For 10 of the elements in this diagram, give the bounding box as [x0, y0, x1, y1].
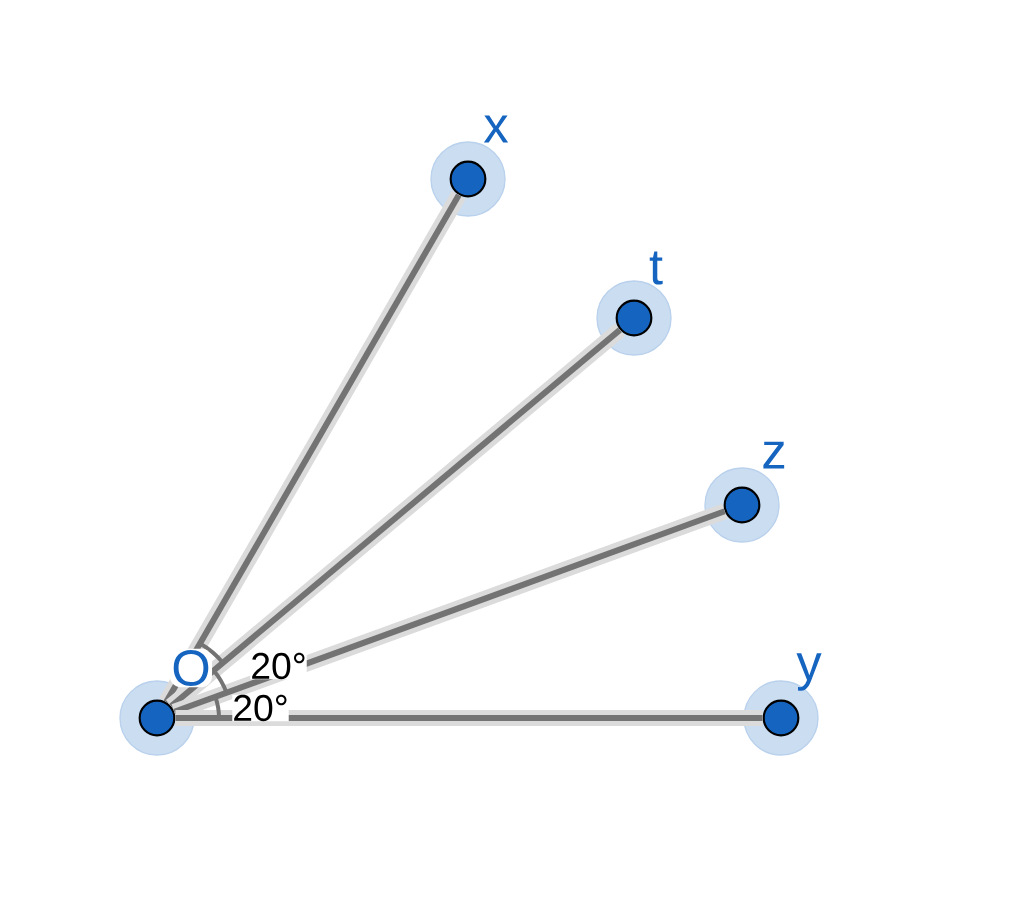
point — [704, 467, 780, 543]
angle-label: 20° — [250, 652, 307, 680]
point — [430, 141, 506, 217]
point-label: O — [169, 648, 213, 688]
point-label: t — [649, 251, 663, 285]
point-label: x — [483, 115, 509, 143]
angle-label: 20° — [232, 694, 289, 722]
segment — [175, 710, 763, 726]
point-label: z — [763, 441, 785, 469]
point-label: y — [796, 653, 822, 691]
